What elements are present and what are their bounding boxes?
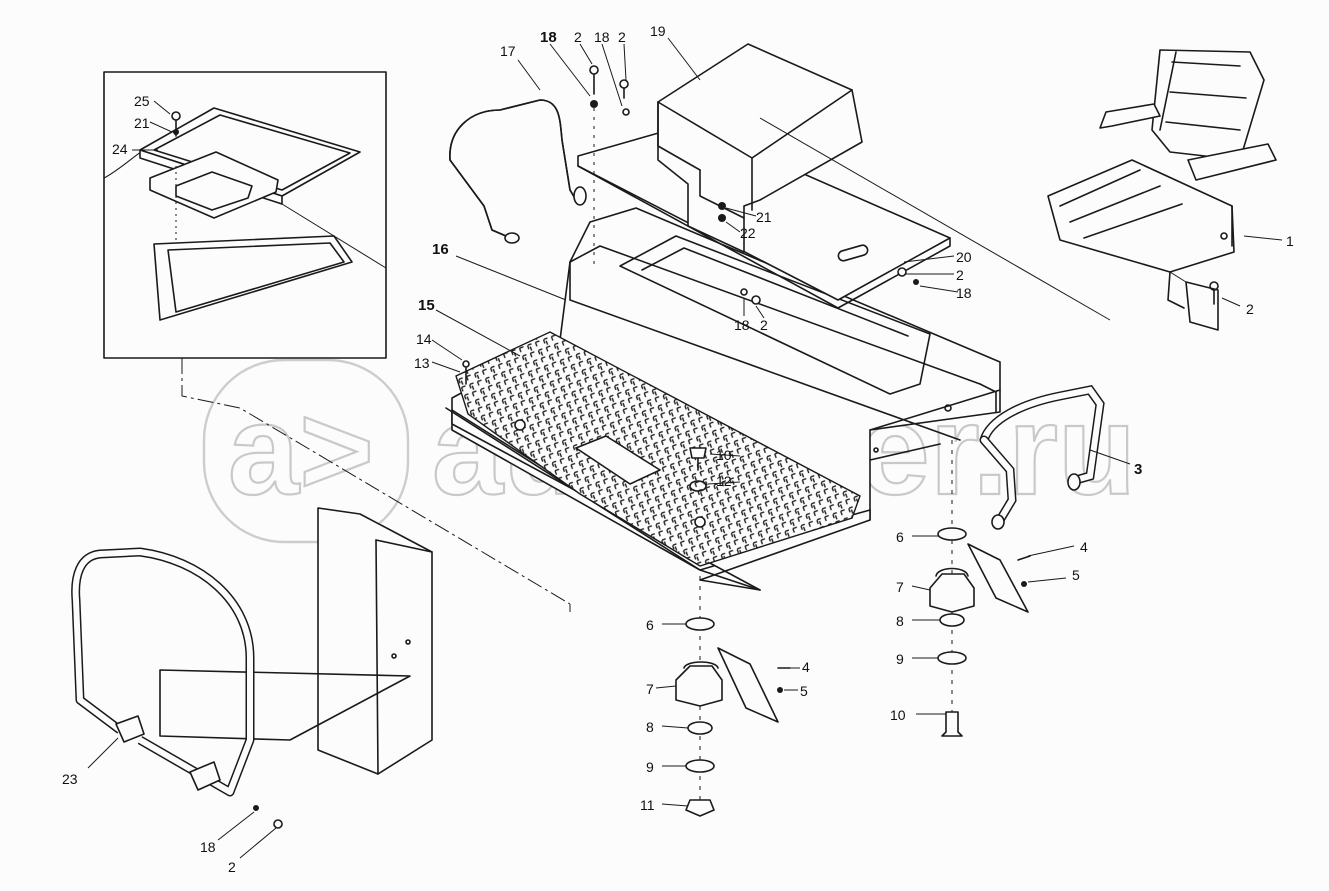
label-top-washer-a: 18 [540,29,557,46]
watermark-logo: a> [202,358,410,544]
label-mid-washer: 18 [734,317,750,333]
label-seat-bolt: 2 [1246,301,1254,317]
label-inset-cover: 24 [112,141,128,157]
label-right-washer-small: 5 [1072,567,1080,583]
label-front-pad-top: 6 [646,617,654,633]
label-right-pad-bottom: 9 [896,651,904,667]
front-mount-stack [675,576,791,817]
label-panel-washer-c: 18 [956,285,972,301]
projection-lines [181,358,571,612]
label-right-washer: 8 [896,613,904,629]
label-front-washer: 8 [646,719,654,735]
left-rail [449,99,587,244]
label-panel-washer-b: 22 [740,225,756,241]
label-panel-washer-a: 21 [756,209,772,225]
floor-plate [455,331,861,567]
label-front-bolt: 4 [802,659,810,675]
label-front-nut: 11 [640,797,655,813]
label-front-mount: 7 [646,681,654,697]
support-panel [159,507,433,775]
label-seat-cover: 19 [650,23,666,39]
label-plate-screw: 13 [414,355,430,371]
label-floor-washer: 12 [716,473,732,489]
seat [1047,49,1277,309]
seat-cover [657,43,1111,321]
label-guard-bolt: 2 [228,859,236,875]
label-right-mount: 7 [896,579,904,595]
label-right-bolt: 4 [1080,539,1088,555]
label-top-bolt-b: 2 [618,29,626,45]
label-guard-bracket: 23 [62,771,78,787]
label-top-bolt-a: 2 [574,29,582,45]
label-top-panel: 20 [956,249,972,265]
label-mid-bolt: 2 [760,317,768,333]
label-inset-washer: 21 [134,115,150,131]
label-seat: 1 [1286,233,1294,249]
label-right-rail: 3 [1134,461,1142,478]
label-front-pad-bottom: 9 [646,759,654,775]
inset-detail-view [103,71,387,359]
label-panel-bolt: 2 [956,267,964,283]
label-inset-screw: 25 [134,93,150,109]
label-front-washer-small: 5 [800,683,808,699]
right-rail [979,385,1105,530]
label-floor-bolt: 10 [716,447,732,463]
leader-lines [87,37,1283,859]
label-guard-washer: 18 [200,839,216,855]
label-right-pad-top: 6 [896,529,904,545]
watermark-logo-text: a> [228,379,374,522]
label-plate-washer: 14 [416,331,432,347]
small-fasteners [462,65,1219,492]
label-floor-plate: 15 [418,297,435,314]
label-top-washer-b: 18 [594,29,610,45]
label-right-long-bolt: 10 [890,707,906,723]
guard-frame [71,547,283,829]
label-left-rail: 17 [500,43,516,59]
label-cab-body: 16 [432,241,449,258]
